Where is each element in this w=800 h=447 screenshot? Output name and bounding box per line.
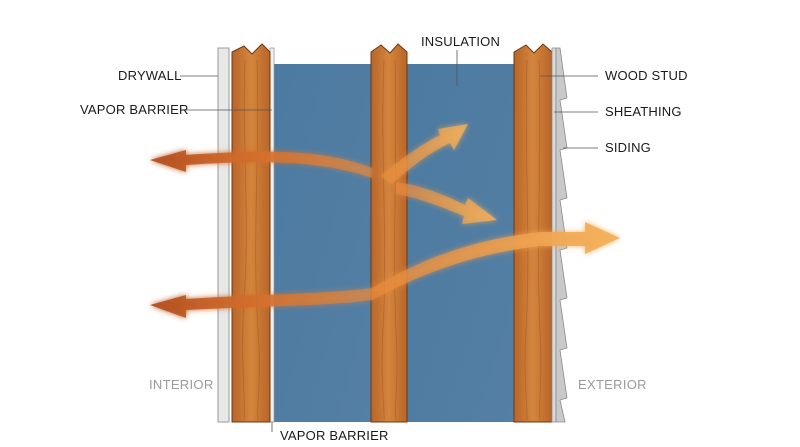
leader-lines <box>180 50 598 432</box>
wood-stud-middle <box>370 43 408 423</box>
label-sheathing: SHEATHING <box>605 104 682 119</box>
label-vapor-barrier-bottom: VAPOR BARRIER <box>280 428 389 443</box>
arrow-branch-up <box>380 124 468 184</box>
wood-stud-left <box>231 43 271 423</box>
arrow-upper-left <box>150 150 372 178</box>
label-wood-stud: WOOD STUD <box>605 68 688 83</box>
arrow-exit-right <box>372 222 620 300</box>
label-drywall: DRYWALL <box>118 68 182 83</box>
arrow-branch-down <box>396 182 497 224</box>
label-siding: SIDING <box>605 140 651 155</box>
heat-arrows <box>150 124 620 318</box>
insulation-panel-left <box>274 64 371 422</box>
label-exterior: EXTERIOR <box>578 377 647 392</box>
drywall-layer <box>217 47 230 423</box>
arrow-lower-left <box>150 288 372 318</box>
label-interior: INTERIOR <box>149 377 214 392</box>
label-vapor-barrier-top: VAPOR BARRIER <box>80 102 189 117</box>
vapor-barrier-layer <box>269 47 275 423</box>
label-insulation: INSULATION <box>421 34 501 49</box>
wood-grain <box>242 59 542 421</box>
